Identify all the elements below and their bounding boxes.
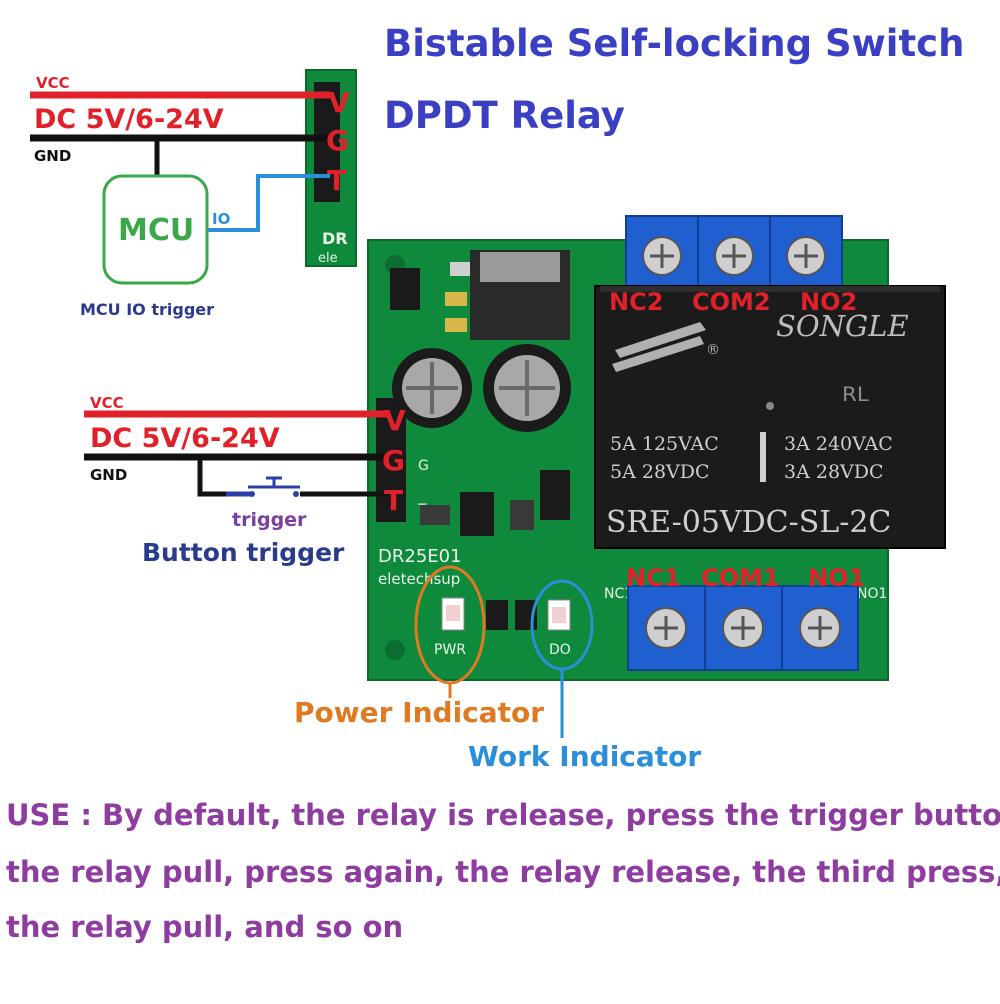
songle-logo-icon [612, 322, 706, 372]
rating-left-2: 5A 28VDC [610, 461, 710, 483]
partial-board-top: DR ele [305, 69, 357, 267]
trigger-label: trigger [232, 509, 307, 531]
button-caption: Button trigger [142, 538, 345, 567]
screw-icon [786, 236, 826, 276]
io-wire [206, 174, 330, 232]
pin-t-bottom: T [384, 484, 403, 517]
relay-brand: SONGLE [776, 309, 909, 343]
pwr-led-silk: PWR [434, 642, 466, 658]
relay-model: SRE-05VDC-SL-2C [606, 505, 891, 540]
page-title: Bistable Self-locking Switch [384, 22, 965, 65]
io-label: IO [212, 210, 230, 228]
svg-text:ᴿᴸ: ᴿᴸ [842, 381, 869, 421]
ul-mark-icon: ᴿᴸ [842, 381, 869, 421]
rating-right-2: 3A 28VDC [784, 461, 884, 483]
mcu-label: MCU [118, 213, 194, 248]
terminal-block-top [625, 215, 843, 289]
vcc-label-top: VCC [36, 74, 70, 92]
page-subtitle: DPDT Relay [384, 94, 625, 137]
pin-t-top: T [327, 164, 346, 197]
gnd-label-top: GND [34, 147, 71, 165]
gnd-label-bottom: GND [90, 466, 127, 484]
do-led-silk: DO [549, 642, 571, 658]
screw-icon [799, 607, 841, 649]
g-silk: G [418, 458, 429, 474]
dc-label-bottom: DC 5V/6-24V [90, 423, 280, 454]
mcu-box [102, 174, 209, 285]
rating-left-1: 5A 125VAC [610, 433, 719, 455]
logic-ic [460, 492, 494, 536]
pin-g-bottom: G [382, 444, 405, 477]
usage-line-2: the relay pull, press again, the relay r… [6, 855, 1000, 889]
work-indicator-label: Work Indicator [468, 740, 701, 773]
pin-g-top: G [326, 124, 349, 157]
terminal-com1-label: COM1 [701, 564, 780, 592]
terminal-no2-label: NO2 [800, 288, 857, 316]
board-model-silk: DR25E01 [378, 546, 462, 567]
partial-model-silk: DR [322, 229, 348, 248]
screw-icon [645, 607, 687, 649]
rating-right-1: 3A 240VAC [784, 433, 893, 455]
pin-v-top: V [328, 86, 350, 119]
push-button-switch-icon [226, 476, 300, 497]
vcc-label-bottom: VCC [90, 394, 124, 412]
no1-silk: NO1 [857, 586, 887, 602]
partial-brand-silk: ele [318, 251, 338, 266]
usage-line-1: USE : By default, the relay is release, … [6, 798, 1000, 832]
pin-v-bottom: V [384, 404, 406, 437]
dc-label-top: DC 5V/6-24V [34, 104, 224, 135]
terminal-nc1-label: NC1 [626, 564, 680, 592]
terminal-com2-label: COM2 [692, 288, 771, 316]
mcu-wiring: MCU IO VCC DC 5V/6-24V GND MCU IO trigge… [30, 74, 350, 319]
screw-icon [642, 236, 682, 276]
registered-mark: ® [706, 342, 720, 358]
terminal-nc2-label: NC2 [609, 288, 663, 316]
terminal-block-bottom [627, 585, 859, 671]
nc1-silk: NC1 [604, 586, 633, 602]
relay: SONGLE ® ᴿᴸ 5A 125VAC 5A 28VDC 3A 240VAC… [594, 285, 946, 549]
button-wiring: VCC DC 5V/6-24V GND trigger Button trigg… [84, 394, 406, 567]
power-indicator-label: Power Indicator [294, 696, 544, 729]
screw-icon [722, 607, 764, 649]
board-brand-silk: eletechsup [378, 570, 460, 588]
terminal-no1-label: NO1 [808, 564, 865, 592]
mcu-caption: MCU IO trigger [80, 300, 214, 319]
usage-line-3: the relay pull, and so on [6, 910, 404, 944]
screw-icon [714, 236, 754, 276]
